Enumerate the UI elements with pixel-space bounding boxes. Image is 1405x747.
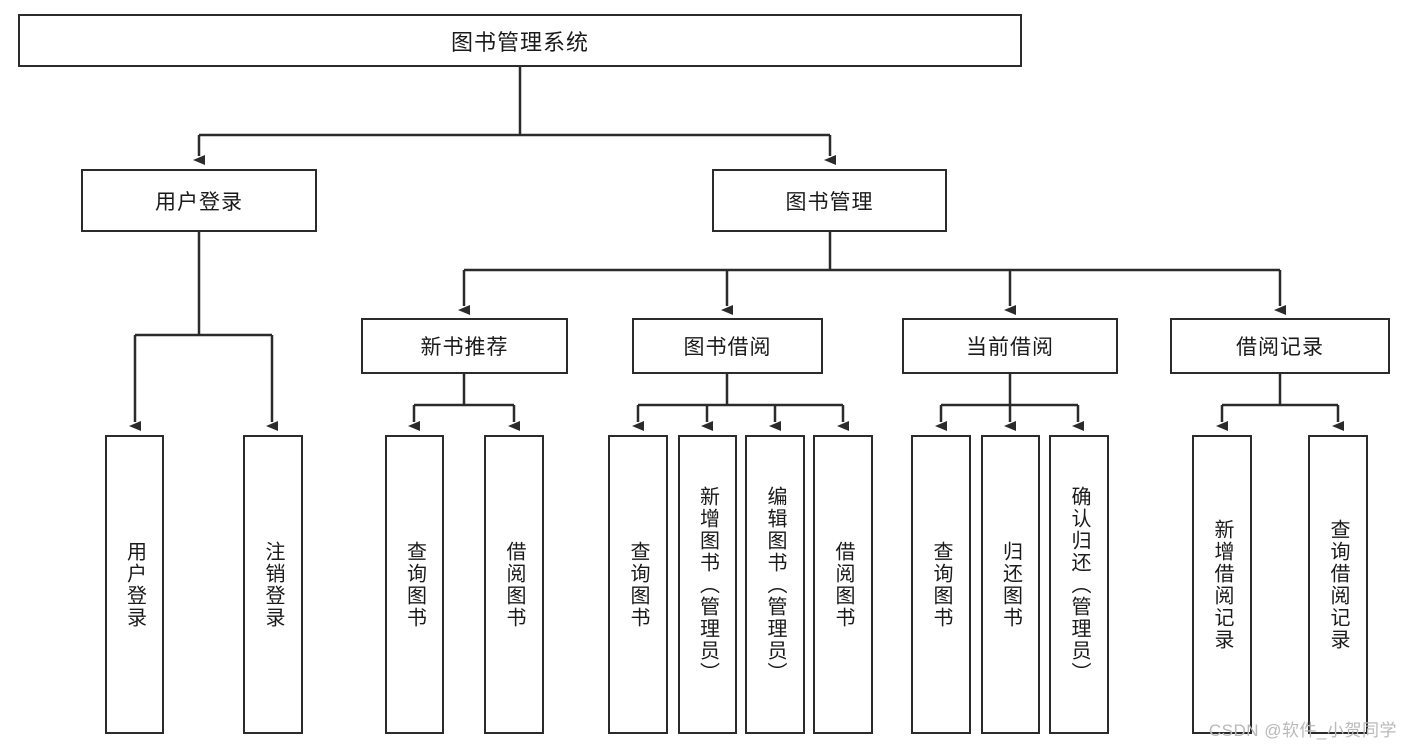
leaf-query-book-2[interactable]: 查询图书 <box>608 435 668 734</box>
leaf-label: 查询图书 <box>403 540 426 629</box>
node-user-login[interactable]: 用户登录 <box>81 169 317 232</box>
leaf-borrow-book-2[interactable]: 借阅图书 <box>813 435 873 734</box>
leaf-add-book[interactable]: 新增图书（管理员） <box>678 435 737 734</box>
leaf-query-book-3[interactable]: 查询图书 <box>911 435 971 734</box>
leaf-borrow-book-1[interactable]: 借阅图书 <box>484 435 544 734</box>
node-book-borrow[interactable]: 图书借阅 <box>632 318 823 374</box>
leaf-user-login[interactable]: 用户登录 <box>105 435 164 734</box>
leaf-label: 用户登录 <box>123 540 146 629</box>
node-root-book-management-system[interactable]: 图书管理系统 <box>18 14 1022 67</box>
leaf-confirm-return[interactable]: 确认归还（管理员） <box>1049 435 1109 734</box>
node-book-management[interactable]: 图书管理 <box>712 169 947 232</box>
watermark-csdn: CSDN @软件_小贺同学 <box>1208 721 1397 740</box>
node-new-book-recommend[interactable]: 新书推荐 <box>361 318 568 374</box>
leaf-return-book[interactable]: 归还图书 <box>981 435 1040 734</box>
leaf-label: 查询图书 <box>930 540 952 629</box>
leaf-edit-book[interactable]: 编辑图书（管理员） <box>745 435 805 734</box>
node-current-borrow[interactable]: 当前借阅 <box>902 318 1118 374</box>
leaf-label: 新增借阅记录 <box>1211 518 1233 651</box>
leaf-label: 注销登录 <box>262 540 284 629</box>
leaf-label: 归还图书 <box>999 540 1022 629</box>
leaf-label: 查询借阅记录 <box>1327 518 1349 651</box>
leaf-add-record[interactable]: 新增借阅记录 <box>1192 435 1252 734</box>
leaf-query-book-1[interactable]: 查询图书 <box>385 435 444 734</box>
leaf-query-record[interactable]: 查询借阅记录 <box>1308 435 1368 734</box>
leaf-label: 借阅图书 <box>503 540 525 629</box>
leaf-label: 编辑图书（管理员） <box>764 485 786 684</box>
node-borrow-record[interactable]: 借阅记录 <box>1170 318 1390 374</box>
leaf-logout[interactable]: 注销登录 <box>243 435 303 734</box>
leaf-label: 借阅图书 <box>832 540 854 629</box>
leaf-label: 确认归还（管理员） <box>1068 485 1090 684</box>
leaf-label: 新增图书（管理员） <box>696 485 719 684</box>
leaf-label: 查询图书 <box>627 540 649 629</box>
